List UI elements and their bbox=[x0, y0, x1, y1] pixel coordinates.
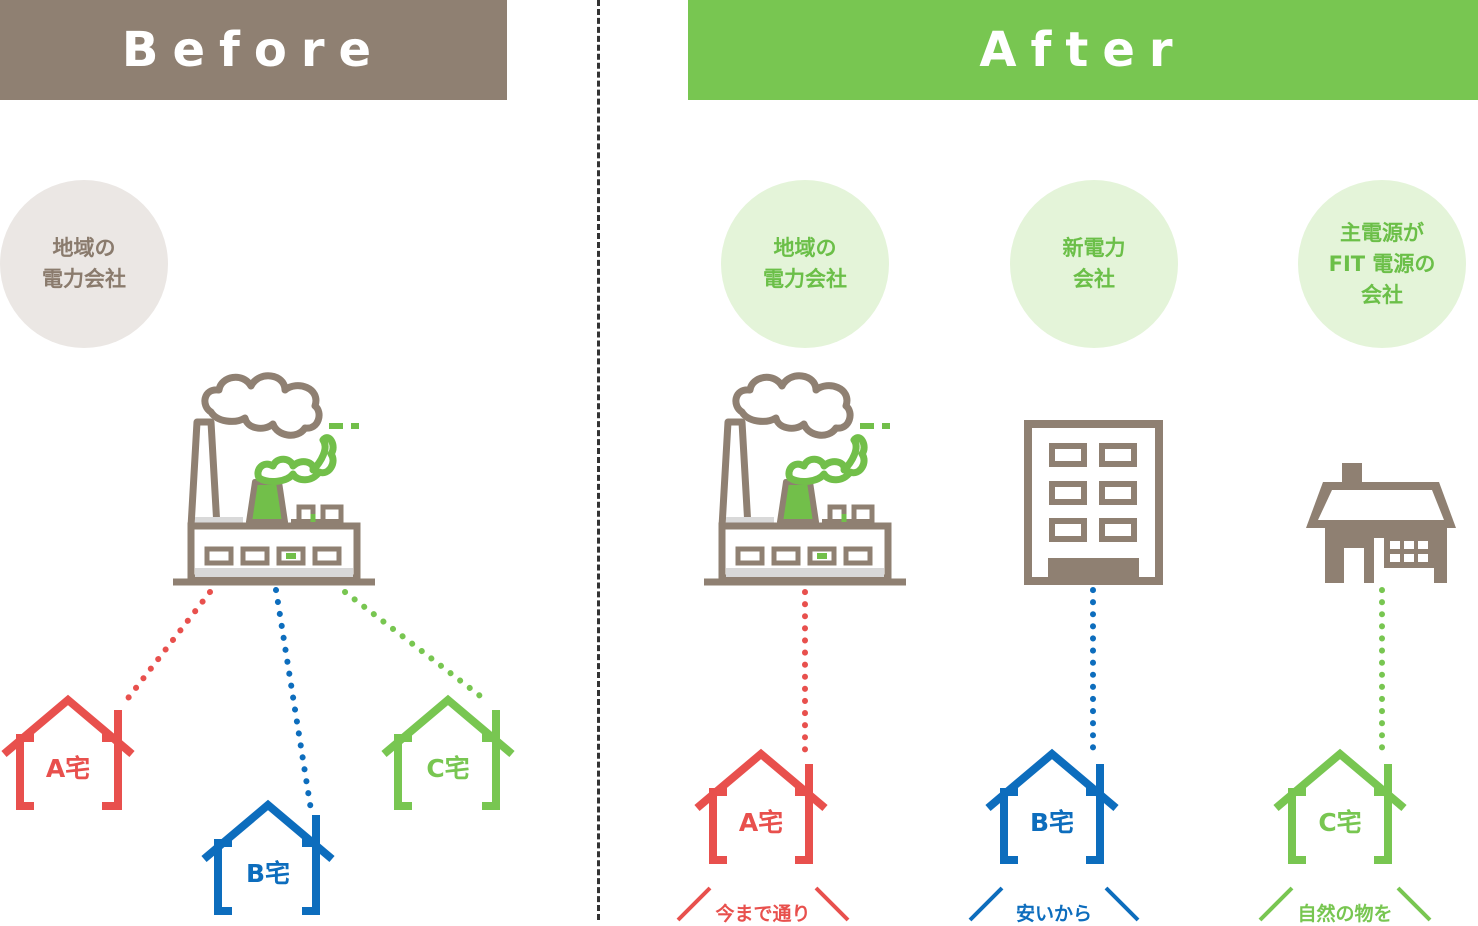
office-building-icon bbox=[1024, 420, 1163, 585]
after-house-c-label: C宅 bbox=[1318, 808, 1361, 837]
after-factory-icon bbox=[704, 376, 906, 582]
before-line-c bbox=[342, 589, 491, 705]
after-house-b-label: B宅 bbox=[1030, 808, 1074, 837]
after-house-c-icon bbox=[1273, 748, 1407, 864]
before-company-circle: 地域の 電力会社 bbox=[0, 180, 168, 348]
before-house-a-label: A宅 bbox=[46, 754, 90, 783]
after-company-new-circle: 新電力 会社 bbox=[1010, 180, 1178, 348]
reason-b-right-slash bbox=[1104, 886, 1140, 922]
before-house-a-icon bbox=[1, 694, 135, 810]
before-house-b-label: B宅 bbox=[246, 859, 290, 888]
reason-a-left-slash bbox=[676, 886, 712, 922]
section-divider bbox=[597, 0, 600, 920]
reason-b-label: 安いから bbox=[1016, 902, 1092, 925]
reason-c-right-slash bbox=[1396, 886, 1432, 922]
after-banner: After bbox=[688, 0, 1478, 100]
reason-c-left-slash bbox=[1258, 886, 1294, 922]
after-house-a-icon bbox=[694, 748, 828, 864]
residence-icon bbox=[1306, 463, 1456, 583]
reason-b-left-slash bbox=[968, 886, 1004, 922]
before-house-c-label: C宅 bbox=[426, 754, 469, 783]
after-house-a-label: A宅 bbox=[739, 808, 783, 837]
after-title: After bbox=[979, 22, 1187, 78]
before-house-c-icon bbox=[381, 694, 515, 810]
before-factory-icon bbox=[173, 376, 375, 582]
before-line-b bbox=[273, 587, 314, 813]
reason-a-label: 今まで通り bbox=[714, 902, 810, 925]
before-title: Before bbox=[121, 22, 386, 78]
before-house-b-icon bbox=[201, 799, 335, 915]
after-company-fit-circle: 主電源が FIT 電源の 会社 bbox=[1298, 180, 1466, 348]
reason-c-label: 自然の物を bbox=[1297, 902, 1392, 925]
after-company-local-circle: 地域の 電力会社 bbox=[721, 180, 889, 348]
before-line-a bbox=[119, 589, 213, 709]
before-banner: Before bbox=[0, 0, 507, 100]
reason-a-right-slash bbox=[814, 886, 850, 922]
after-house-b-icon bbox=[985, 748, 1119, 864]
